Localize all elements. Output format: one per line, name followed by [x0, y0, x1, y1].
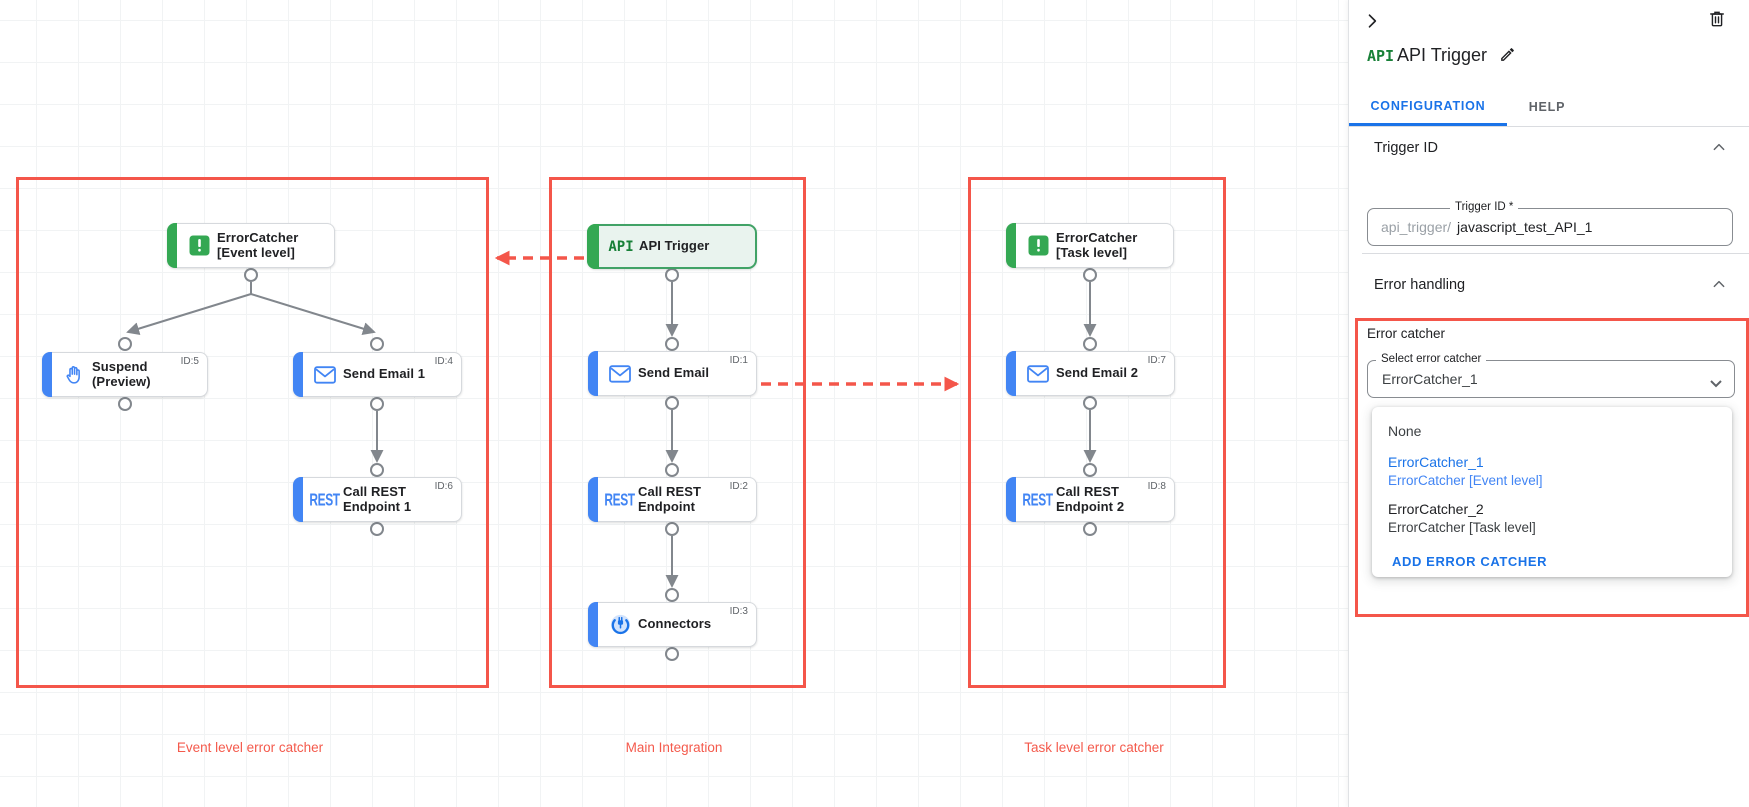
node-error-catcher-task[interactable]: ErrorCatcher [Task level]: [1006, 223, 1174, 268]
menu-item-title: ErrorCatcher_1: [1388, 454, 1484, 470]
group-label-main: Main Integration: [625, 740, 723, 755]
menu-item-errorcatcher-1[interactable]: ErrorCatcher_1 ErrorCatcher [Event level…: [1372, 453, 1732, 490]
edit-name-button[interactable]: [1499, 46, 1516, 63]
select-error-catcher[interactable]: Select error catcher ErrorCatcher_1: [1367, 353, 1735, 398]
node-color-bar: [588, 351, 598, 396]
node-suspend[interactable]: ID:5 Suspend (Preview): [42, 352, 208, 397]
hand-icon: [56, 364, 92, 386]
node-color-bar: [587, 224, 599, 269]
annotation-box-main: [549, 177, 806, 688]
config-panel: API API Trigger CONFIGURATION HELP Trigg…: [1348, 0, 1749, 807]
collapse-panel-button[interactable]: [1362, 11, 1382, 31]
node-color-bar: [293, 352, 303, 397]
node-title: Connectors: [638, 616, 712, 632]
node-color-bar: [588, 477, 598, 522]
node-api-trigger[interactable]: API API Trigger: [587, 224, 757, 269]
node-title: Call REST Endpoint: [638, 483, 702, 514]
node-title: API Trigger: [639, 238, 710, 254]
error-link-arrows: [494, 250, 960, 392]
collapse-section-trigger-id-icon[interactable]: [1711, 140, 1727, 156]
error-catcher-dropdown-menu: None ErrorCatcher_1 ErrorCatcher [Event …: [1372, 407, 1732, 577]
annotation-box-error-catcher: [1355, 318, 1749, 617]
node-title: Call REST Endpoint 1: [343, 483, 412, 514]
node-id-badge: ID:7: [1147, 355, 1166, 366]
node-title: ErrorCatcher [Task level]: [1056, 229, 1138, 260]
node-id-badge: ID:4: [434, 356, 453, 367]
node-color-bar: [1006, 351, 1016, 396]
node-error-catcher-event[interactable]: ErrorCatcher [Event level]: [167, 223, 335, 268]
edges-layer: [118, 250, 1097, 661]
menu-item-subtitle: ErrorCatcher [Event level]: [1388, 473, 1543, 488]
node-id-badge: ID:6: [434, 481, 453, 492]
node-title: Suspend (Preview): [92, 358, 151, 389]
connectors-icon: [602, 613, 638, 636]
select-error-catcher-value: ErrorCatcher_1: [1382, 371, 1478, 387]
menu-item-title: ErrorCatcher_2: [1388, 501, 1484, 517]
panel-title: API Trigger: [1397, 45, 1488, 65]
node-title: Call REST Endpoint 2: [1056, 483, 1125, 514]
node-id-badge: ID:3: [729, 606, 748, 617]
node-id-badge: ID:5: [180, 356, 199, 367]
menu-item-subtitle: ErrorCatcher [Task level]: [1388, 520, 1536, 535]
node-title: ErrorCatcher [Event level]: [217, 229, 299, 260]
node-color-bar: [588, 602, 598, 647]
node-id-badge: ID:2: [729, 481, 748, 492]
mail-icon: [602, 364, 638, 383]
node-color-bar: [293, 477, 303, 522]
node-color-bar: [42, 352, 52, 397]
select-error-catcher-label: Select error catcher: [1376, 353, 1487, 365]
mail-icon: [307, 365, 343, 384]
node-connectors[interactable]: ID:3 Connectors: [588, 602, 757, 647]
group-label-event: Event level error catcher: [176, 740, 324, 755]
node-id-badge: ID:8: [1147, 481, 1166, 492]
menu-item-errorcatcher-2[interactable]: ErrorCatcher_2 ErrorCatcher [Task level]: [1372, 500, 1732, 537]
integration-canvas[interactable]: Event level error catcher Main Integrati…: [0, 0, 1348, 807]
section-error-handling: Error handling: [1374, 277, 1466, 293]
trigger-id-value: javascript_test_API_1: [1457, 219, 1593, 235]
node-call-rest-endpoint[interactable]: ID:2 REST Call REST Endpoint: [588, 477, 757, 522]
error-catcher-label: Error catcher: [1367, 326, 1446, 341]
trigger-id-field[interactable]: Trigger ID * api_trigger/ javascript_tes…: [1367, 201, 1733, 246]
rest-icon: REST: [309, 489, 341, 510]
trigger-id-field-label: Trigger ID *: [1450, 201, 1519, 213]
node-send-email[interactable]: ID:1 Send Email: [588, 351, 757, 396]
rest-icon: REST: [604, 489, 636, 510]
section-divider: [1362, 253, 1749, 254]
error-catcher-icon: [1020, 235, 1056, 256]
panel-tabs: CONFIGURATION HELP: [1349, 88, 1749, 127]
error-catcher-icon: [181, 235, 217, 256]
group-label-task: Task level error catcher: [1024, 740, 1164, 755]
node-send-email-2[interactable]: ID:7 Send Email 2: [1006, 351, 1175, 396]
node-color-bar: [167, 223, 177, 268]
api-trigger-logo: API: [1367, 47, 1395, 65]
node-send-email-1[interactable]: ID:4 Send Email 1: [293, 352, 462, 397]
delete-trigger-button[interactable]: [1707, 9, 1727, 29]
annotation-box-task: [968, 177, 1226, 688]
node-color-bar: [1006, 477, 1016, 522]
section-trigger-id: Trigger ID: [1374, 140, 1438, 156]
trigger-id-prefix: api_trigger/: [1381, 219, 1452, 235]
add-error-catcher-button[interactable]: ADD ERROR CATCHER: [1392, 554, 1548, 569]
mail-icon: [1020, 364, 1056, 383]
node-title: Send Email: [638, 365, 710, 381]
node-color-bar: [1006, 223, 1016, 268]
node-id-badge: ID:1: [729, 355, 748, 366]
tab-help[interactable]: HELP: [1528, 100, 1566, 114]
collapse-section-error-handling-icon[interactable]: [1711, 277, 1727, 293]
node-call-rest-endpoint-1[interactable]: ID:6 REST Call REST Endpoint 1: [293, 477, 462, 522]
dropdown-caret-icon: [1710, 375, 1722, 393]
rest-icon: REST: [1022, 489, 1054, 510]
tab-configuration[interactable]: CONFIGURATION: [1349, 88, 1507, 126]
node-ports: [118, 268, 1097, 661]
api-trigger-icon: API: [608, 238, 634, 255]
node-title: Send Email 2: [1056, 365, 1139, 381]
menu-item-none[interactable]: None: [1388, 423, 1422, 439]
gray-edges: [126, 282, 1097, 588]
annotation-box-event: [16, 177, 489, 688]
node-title: Send Email 1: [343, 366, 426, 382]
node-call-rest-endpoint-2[interactable]: ID:8 REST Call REST Endpoint 2: [1006, 477, 1175, 522]
